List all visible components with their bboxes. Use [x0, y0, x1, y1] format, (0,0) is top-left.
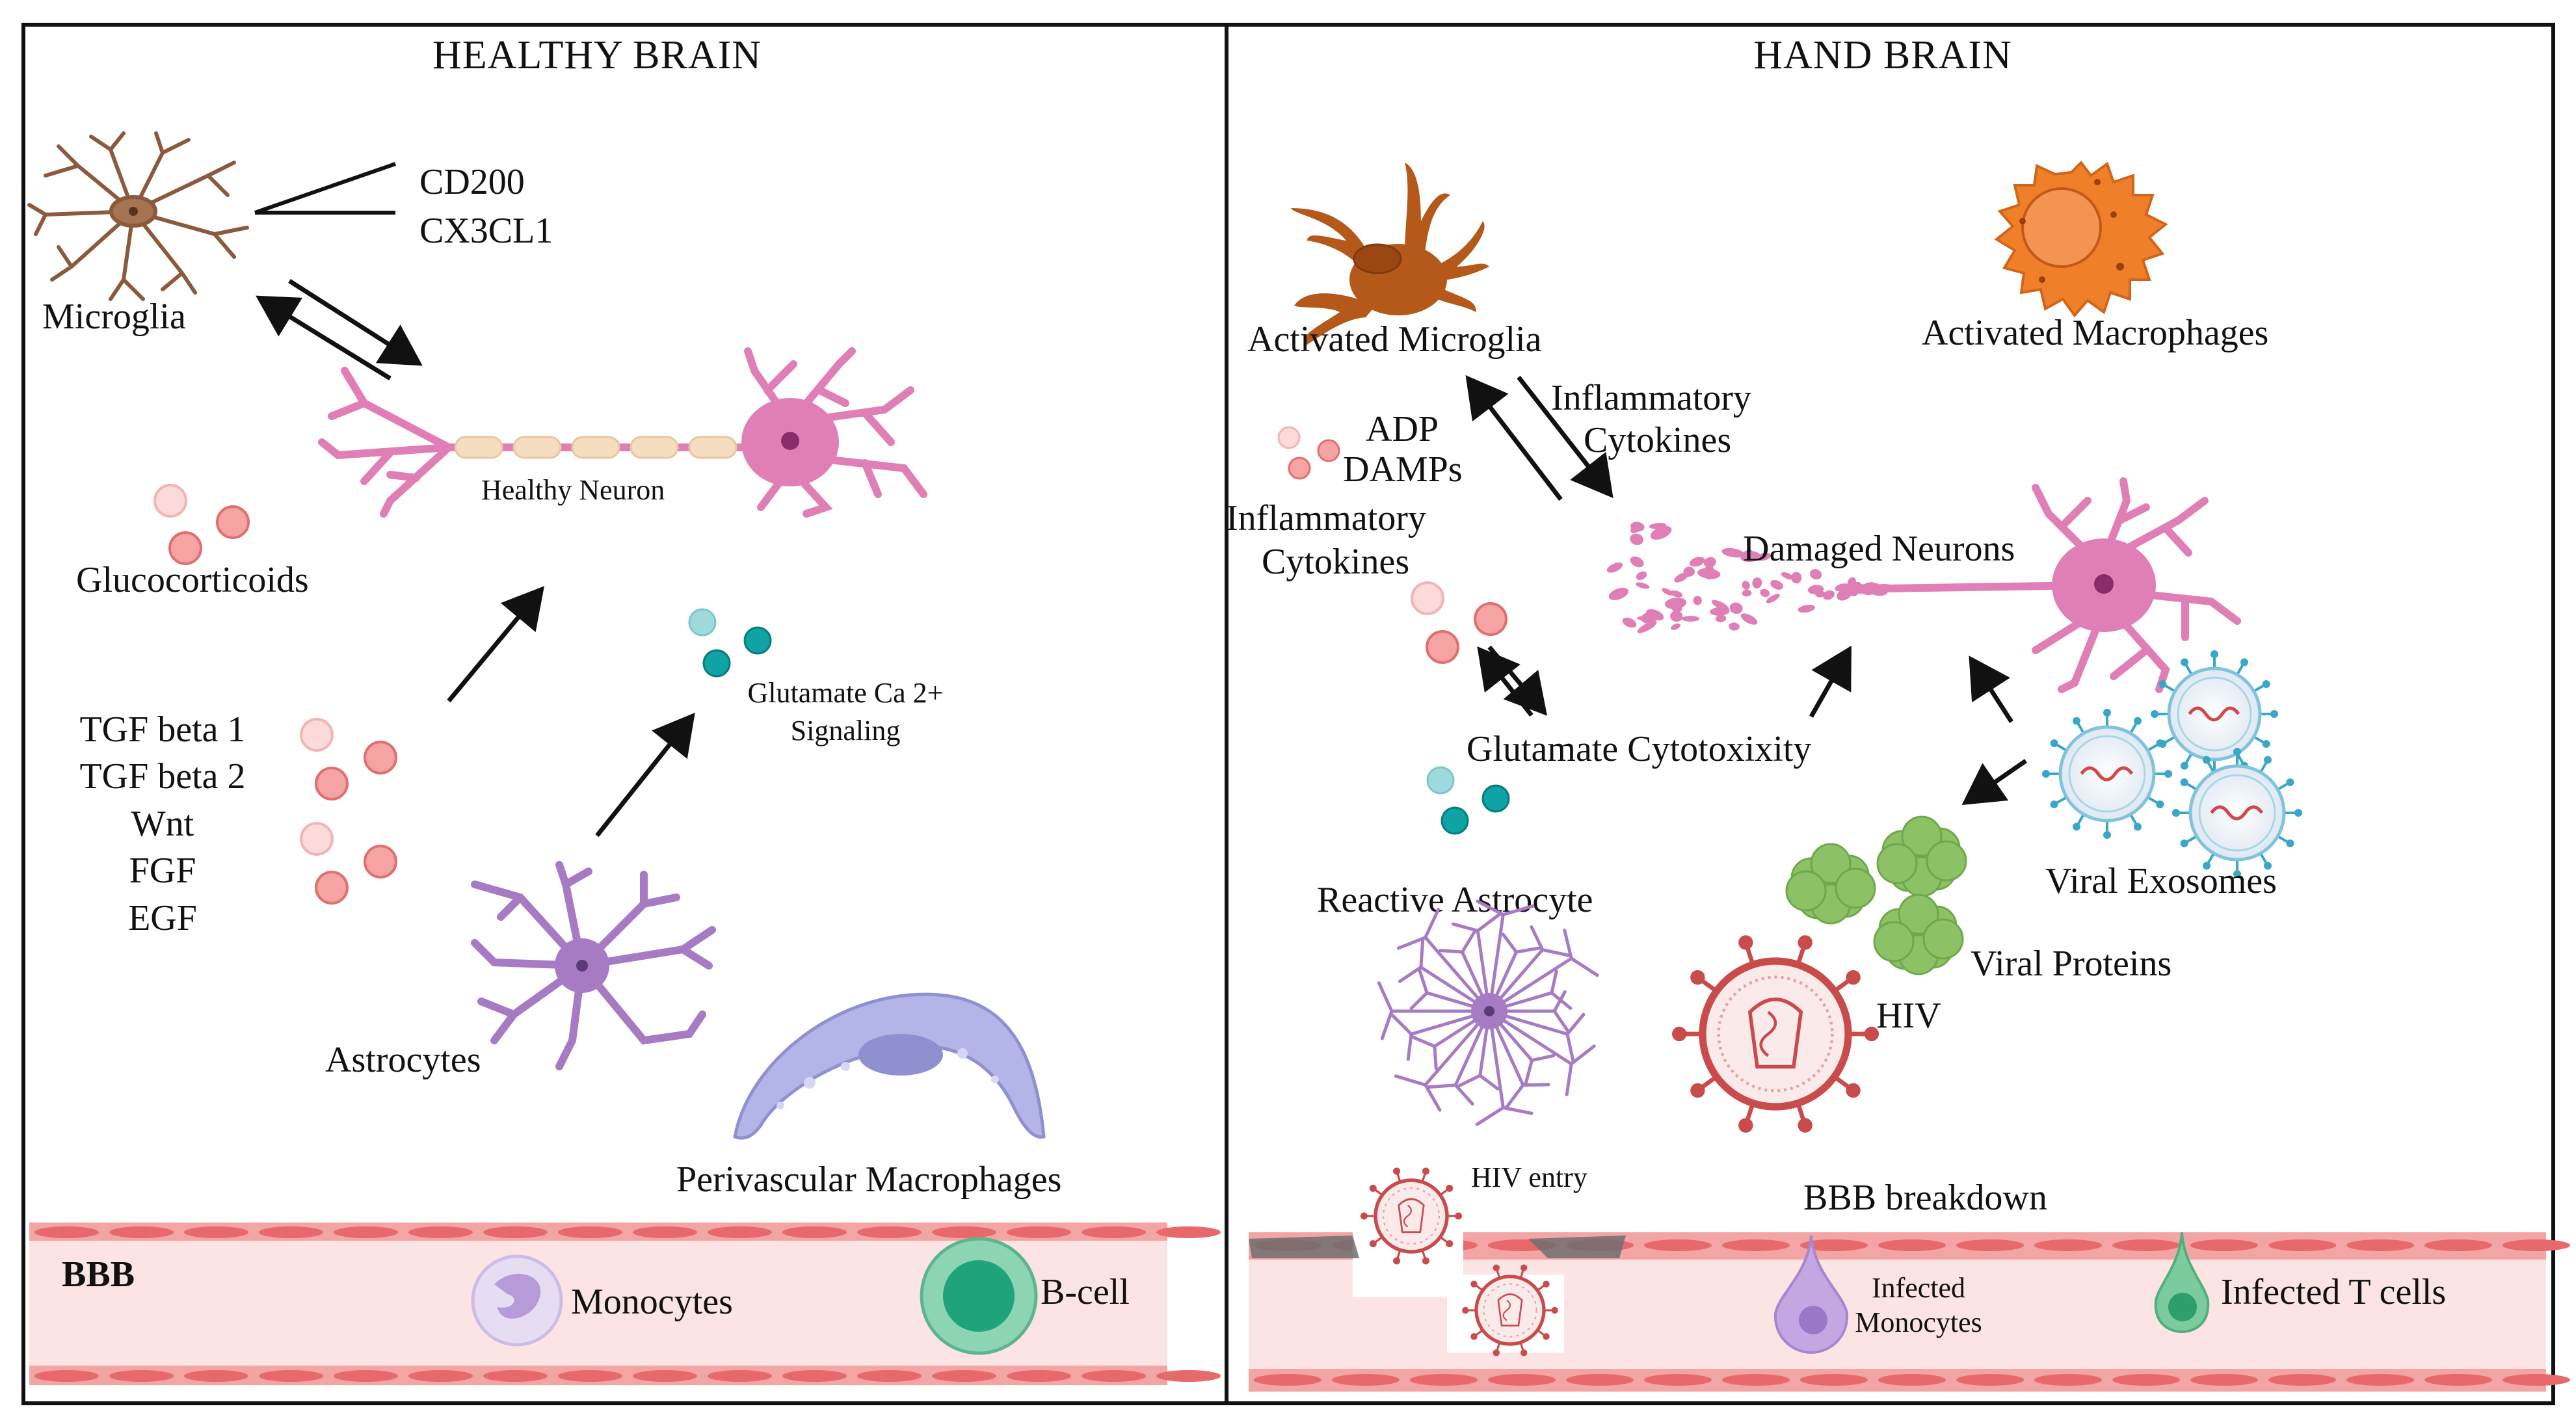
arrow-astrocyte-to-glutamate [595, 713, 695, 838]
hiv-entry-virions [1360, 1167, 1558, 1356]
glutamate-dots [688, 608, 772, 678]
arrow-factors-to-neuron [447, 586, 544, 703]
factor-tgf-beta-1: TGF beta 1 [79, 709, 245, 750]
astrocyte-icon [471, 861, 716, 1070]
arrow-glutamate-to-neuron [1809, 645, 1852, 718]
arrow-microglia-to-neuron [288, 279, 423, 366]
activated-macrophage-icon [1994, 160, 2168, 318]
arrow-neuron-to-microglia-hand [1465, 375, 1563, 501]
factor-tgf-beta-2: TGF beta 2 [79, 756, 245, 797]
bbb-label: BBB [62, 1254, 135, 1295]
bbb-breakdown-label: BBB breakdown [1803, 1178, 2047, 1218]
bbb-vessel-hand [1249, 1226, 2570, 1392]
activated-microglia-label: Activated Microglia [1247, 319, 1542, 360]
arrow-virus-to-neuron [1969, 655, 2013, 723]
arrow-glutamate-to-cytokines [1477, 646, 1534, 717]
activated-microglia-icon [1291, 163, 1489, 345]
cx3cl1-label: CX3CL1 [419, 211, 553, 251]
arrow-virus-to-proteins [1961, 759, 2027, 805]
viral-exosome-icons [2042, 650, 2302, 878]
monocyte-icon [471, 1254, 563, 1347]
factor-fgf: FGF [129, 851, 196, 891]
infected-t-cell-icon [2154, 1232, 2210, 1334]
damaged-neuron-icon [1606, 477, 2241, 693]
infected-t-cells-label: Infected T cells [2221, 1272, 2446, 1312]
microglia-label: Microglia [42, 297, 186, 337]
healthy-neuron-icon [318, 347, 927, 518]
perivascular-macrophages-label: Perivascular Macrophages [676, 1159, 1061, 1200]
ligand-lines [254, 162, 396, 215]
cd200-label: CD200 [419, 162, 525, 202]
healthy-neuron-label: Healthy Neuron [481, 474, 665, 506]
hand-brain-title: HAND BRAIN [1753, 33, 2012, 77]
viral-proteins-label: Viral Proteins [1971, 944, 2171, 984]
microglia-icon [27, 131, 249, 301]
glutamate-signal-line2: Signaling [791, 715, 901, 747]
reactive-astrocyte-icon [1377, 899, 1599, 1126]
viral-exosomes-label: Viral Exosomes [2045, 861, 2277, 901]
adp-label: ADP [1366, 409, 1439, 449]
arrow-microglia-to-neuron-hand [1517, 375, 1613, 499]
cytokine-dots [1411, 581, 1507, 664]
damaged-neurons-label: Damaged Neurons [1743, 529, 2015, 569]
perivascular-macrophage-icon [733, 992, 1046, 1140]
infected-monocytes-line1: Infected [1872, 1272, 1965, 1304]
glutamate-signal-line1: Glutamate Ca 2+ [748, 677, 944, 709]
inflammatory-cytokines-left-line1: Inflammatory [1226, 498, 1426, 538]
astrocytes-label: Astrocytes [325, 1040, 481, 1080]
glucocorticoids-label: Glucocorticoids [76, 560, 309, 600]
glutamate-dots-hand [1426, 766, 1510, 835]
factor-wnt: Wnt [131, 804, 194, 844]
damps-label: DAMPs [1343, 449, 1463, 490]
viral-protein-icons [1785, 815, 1967, 975]
growth-factor-list: TGF beta 1 TGF beta 2 Wnt FGF EGF [79, 709, 245, 938]
activated-macrophages-label: Activated Macrophages [1922, 313, 2268, 353]
hiv-label: HIV [1876, 996, 1941, 1036]
arrow-neuron-to-microglia [256, 295, 392, 380]
glutamate-cytotoxicity-label: Glutamate Cytotoxixity [1467, 729, 1811, 769]
b-cell-label: B-cell [1041, 1272, 1130, 1312]
hiv-virion-icon [1671, 935, 1879, 1133]
hand-panel-frame [1225, 23, 2555, 1405]
factor-egf: EGF [128, 898, 197, 938]
monocytes-label: Monocytes [571, 1282, 733, 1322]
glucocorticoid-dots [153, 484, 250, 565]
adp-damps-dots [1277, 426, 1340, 480]
reactive-astrocyte-label: Reactive Astrocyte [1317, 880, 1593, 920]
growth-factor-dots [300, 718, 397, 905]
b-cell-icon [920, 1237, 1038, 1355]
inflammatory-cytokines-top-line1: Inflammatory [1551, 378, 1751, 418]
healthy-brain-title: HEALTHY BRAIN [432, 33, 762, 77]
hiv-entry-label: HIV entry [1471, 1161, 1587, 1193]
inflammatory-cytokines-left-line2: Cytokines [1262, 542, 1409, 582]
infected-monocytes-line2: Monocytes [1855, 1306, 1982, 1338]
inflammatory-cytokines-top-line2: Cytokines [1584, 420, 1731, 460]
arrow-cytokines-to-glutamate [1487, 645, 1548, 716]
infected-monocyte-icon [1773, 1235, 1849, 1355]
